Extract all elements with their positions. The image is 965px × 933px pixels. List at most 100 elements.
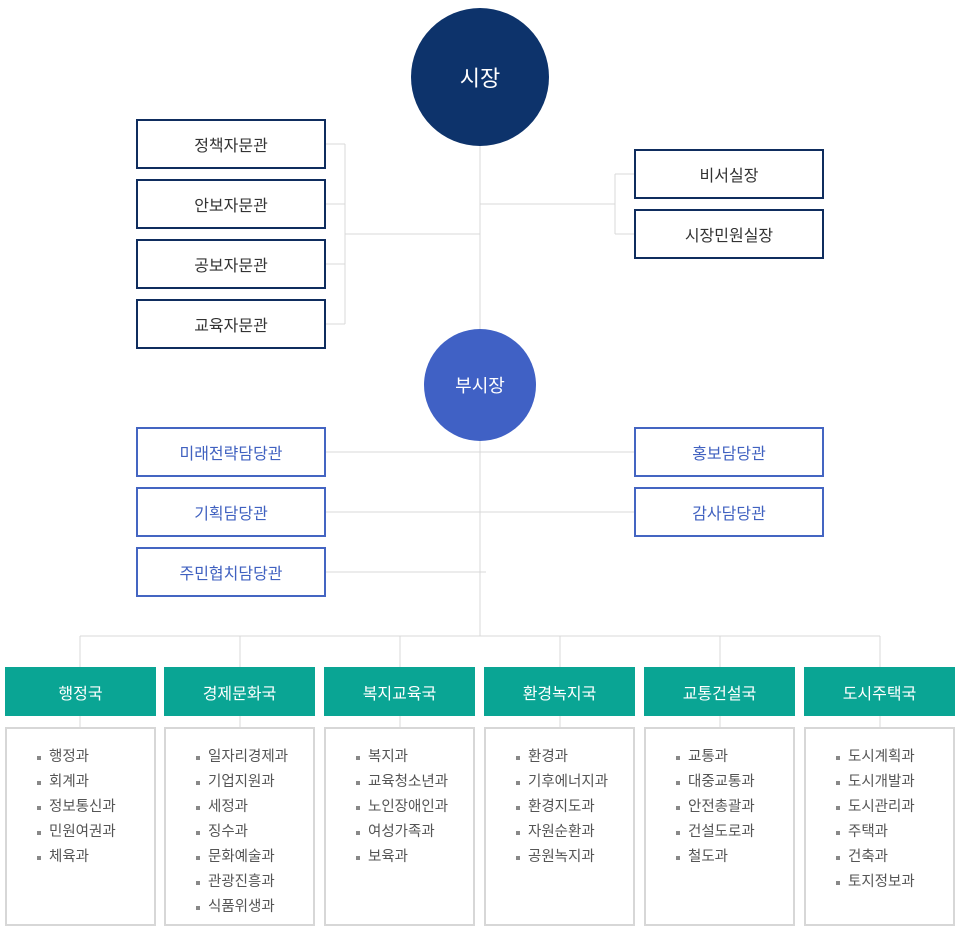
bullet-icon — [676, 856, 680, 860]
department-item[interactable]: 주택과 — [836, 820, 953, 845]
department-label: 도시관리과 — [848, 799, 915, 815]
department-item[interactable]: 체육과 — [37, 845, 154, 870]
advisor-public-relations[interactable]: 공보자문관 — [136, 239, 326, 289]
department-item[interactable]: 환경지도과 — [516, 795, 633, 820]
advisor-policy[interactable]: 정책자문관 — [136, 119, 326, 169]
department-label: 징수과 — [208, 824, 249, 840]
bullet-icon — [676, 781, 680, 785]
department-item[interactable]: 교육청소년과 — [356, 770, 473, 795]
department-label: 공원녹지과 — [528, 849, 595, 865]
bullet-icon — [516, 756, 520, 760]
advisor-education[interactable]: 교육자문관 — [136, 299, 326, 349]
department-item[interactable]: 자원순환과 — [516, 820, 633, 845]
bullet-icon — [836, 781, 840, 785]
department-item[interactable]: 토지정보과 — [836, 870, 953, 895]
department-item[interactable]: 세정과 — [196, 795, 313, 820]
department-item[interactable]: 도시개발과 — [836, 770, 953, 795]
bureau-head-welfare-education[interactable]: 복지교육국 — [324, 667, 475, 716]
department-item[interactable]: 건설도로과 — [676, 820, 793, 845]
mayor-node[interactable]: 시장 — [411, 8, 549, 146]
officer-audit[interactable]: 감사담당관 — [634, 487, 824, 537]
bureau-head-administration[interactable]: 행정국 — [5, 667, 156, 716]
department-item[interactable]: 기후에너지과 — [516, 770, 633, 795]
office-chief-of-staff[interactable]: 비서실장 — [634, 149, 824, 199]
department-label: 회계과 — [49, 774, 90, 790]
department-item[interactable]: 안전총괄과 — [676, 795, 793, 820]
officer-label: 홍보담당관 — [692, 444, 766, 463]
department-label: 문화예술과 — [208, 849, 275, 865]
department-label: 철도과 — [688, 849, 729, 865]
department-label: 일자리경제과 — [208, 749, 289, 765]
bullet-icon — [516, 806, 520, 810]
bureau-head-environment-green[interactable]: 환경녹지국 — [484, 667, 635, 716]
department-item[interactable]: 대중교통과 — [676, 770, 793, 795]
bureau-name: 교통건설국 — [682, 683, 757, 703]
department-item[interactable]: 보육과 — [356, 845, 473, 870]
advisor-label: 교육자문관 — [194, 316, 268, 335]
officer-resident-cooperation[interactable]: 주민협치담당관 — [136, 547, 326, 597]
department-item[interactable]: 징수과 — [196, 820, 313, 845]
department-item[interactable]: 정보통신과 — [37, 795, 154, 820]
bullet-icon — [356, 781, 360, 785]
department-item[interactable]: 도시관리과 — [836, 795, 953, 820]
bullet-icon — [37, 756, 41, 760]
department-item[interactable]: 여성가족과 — [356, 820, 473, 845]
department-item[interactable]: 노인장애인과 — [356, 795, 473, 820]
department-item[interactable]: 관광진흥과 — [196, 870, 313, 895]
department-label: 자원순환과 — [528, 824, 595, 840]
vice-mayor-node[interactable]: 부시장 — [424, 329, 536, 441]
bullet-icon — [676, 756, 680, 760]
department-label: 환경지도과 — [528, 799, 595, 815]
department-label: 주택과 — [848, 824, 889, 840]
bullet-icon — [836, 756, 840, 760]
bullet-icon — [356, 831, 360, 835]
bureau-name: 환경녹지국 — [522, 683, 597, 703]
bullet-icon — [836, 881, 840, 885]
officer-label: 주민협치담당관 — [179, 564, 283, 583]
bullet-icon — [516, 856, 520, 860]
department-item[interactable]: 회계과 — [37, 770, 154, 795]
bullet-icon — [196, 856, 200, 860]
department-label: 도시계획과 — [848, 749, 915, 765]
department-item[interactable]: 일자리경제과 — [196, 745, 313, 770]
officer-future-strategy[interactable]: 미래전략담당관 — [136, 427, 326, 477]
department-label: 체육과 — [49, 849, 90, 865]
department-item[interactable]: 철도과 — [676, 845, 793, 870]
officer-label: 감사담당관 — [692, 504, 766, 523]
department-item[interactable]: 공원녹지과 — [516, 845, 633, 870]
department-item[interactable]: 복지과 — [356, 745, 473, 770]
office-label: 비서실장 — [699, 166, 759, 185]
officer-planning[interactable]: 기획담당관 — [136, 487, 326, 537]
bullet-icon — [37, 831, 41, 835]
department-label: 민원여권과 — [49, 824, 116, 840]
department-item[interactable]: 도시계획과 — [836, 745, 953, 770]
department-label: 세정과 — [208, 799, 249, 815]
office-civil-affairs[interactable]: 시장민원실장 — [634, 209, 824, 259]
bureau-head-transport-construction[interactable]: 교통건설국 — [644, 667, 795, 716]
department-item[interactable]: 식품위생과 — [196, 895, 313, 920]
department-label: 환경과 — [528, 749, 569, 765]
bureau-head-economy-culture[interactable]: 경제문화국 — [164, 667, 315, 716]
department-item[interactable]: 환경과 — [516, 745, 633, 770]
department-label: 대중교통과 — [688, 774, 755, 790]
department-item[interactable]: 기업지원과 — [196, 770, 313, 795]
department-item[interactable]: 민원여권과 — [37, 820, 154, 845]
bullet-icon — [196, 806, 200, 810]
department-label: 안전총괄과 — [688, 799, 755, 815]
department-item[interactable]: 건축과 — [836, 845, 953, 870]
department-item[interactable]: 교통과 — [676, 745, 793, 770]
officer-promotion[interactable]: 홍보담당관 — [634, 427, 824, 477]
department-item[interactable]: 행정과 — [37, 745, 154, 770]
officer-label: 기획담당관 — [194, 504, 268, 523]
department-label: 교통과 — [688, 749, 729, 765]
bullet-icon — [516, 781, 520, 785]
bullet-icon — [196, 781, 200, 785]
department-label: 정보통신과 — [49, 799, 116, 815]
advisor-security[interactable]: 안보자문관 — [136, 179, 326, 229]
bureau-head-urban-housing[interactable]: 도시주택국 — [804, 667, 955, 716]
department-item[interactable]: 문화예술과 — [196, 845, 313, 870]
